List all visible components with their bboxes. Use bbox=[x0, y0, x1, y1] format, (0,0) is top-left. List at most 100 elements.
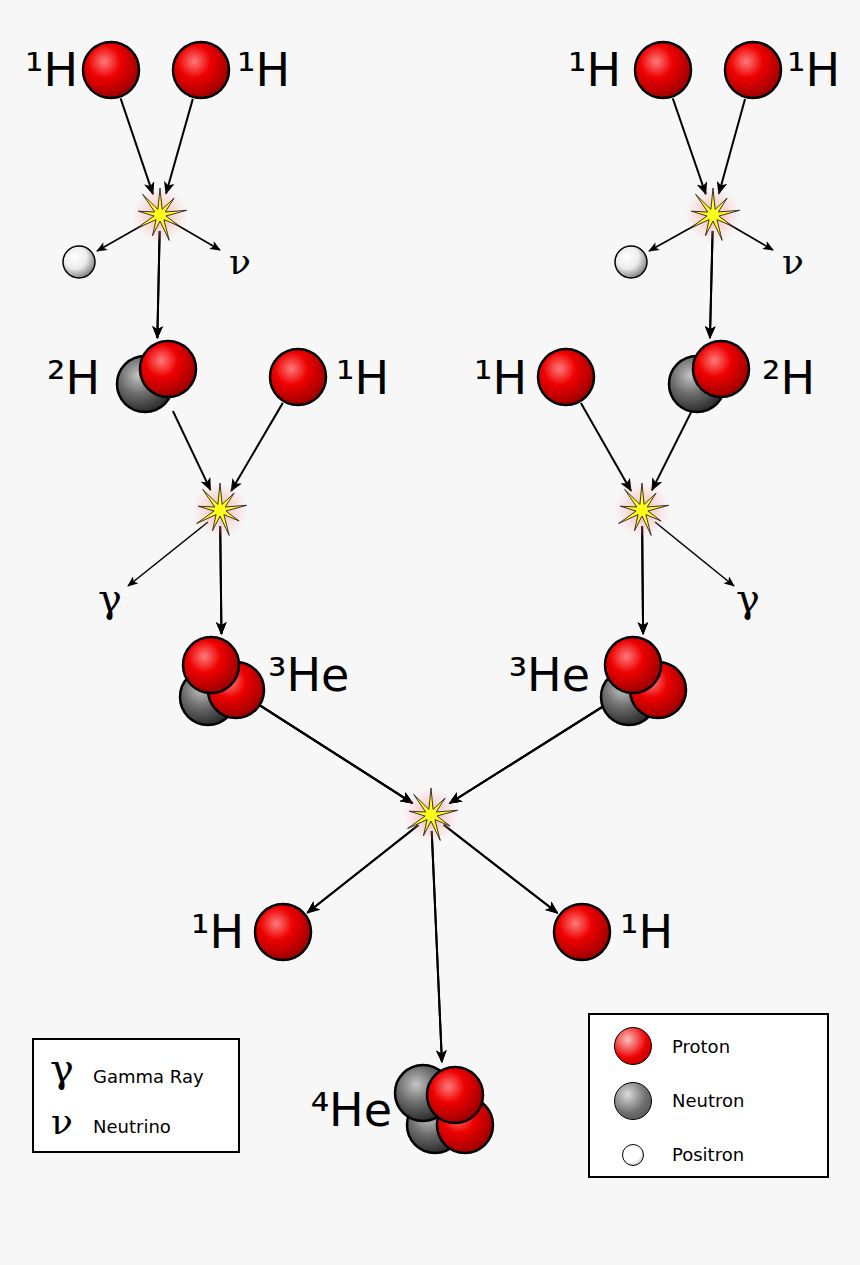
particle-symbol: ν bbox=[229, 244, 251, 280]
particle-node: ³He bbox=[180, 637, 264, 725]
reaction-glow bbox=[403, 787, 459, 843]
reaction-star bbox=[403, 787, 459, 843]
particle-node: ¹H bbox=[173, 42, 229, 98]
particle-cluster bbox=[669, 341, 749, 412]
isotope-label: ¹H bbox=[237, 47, 290, 93]
reaction-arrow bbox=[260, 705, 419, 913]
reaction-glow bbox=[192, 482, 248, 538]
particle-symbol: ν bbox=[782, 244, 804, 280]
emission-arrow bbox=[655, 522, 734, 586]
legend-frame bbox=[589, 1014, 828, 1177]
arrow-segment bbox=[652, 411, 692, 491]
isotope-label: ¹H bbox=[474, 355, 527, 401]
reaction-arrow bbox=[260, 705, 442, 1062]
arrow-segment bbox=[231, 403, 283, 491]
arrow-segment bbox=[450, 705, 606, 803]
particle-node: ³He bbox=[601, 637, 686, 725]
proton-sphere bbox=[83, 42, 139, 98]
proton-sphere bbox=[427, 1067, 483, 1123]
arrow-segment bbox=[260, 705, 413, 803]
arrow-segment bbox=[157, 231, 159, 338]
arrow-segment bbox=[260, 705, 413, 803]
reaction-star bbox=[685, 187, 741, 243]
isotope-label: ¹H bbox=[787, 47, 840, 93]
arrow-segment bbox=[220, 526, 221, 634]
reaction-burst bbox=[408, 788, 458, 840]
particle-node: ¹H bbox=[554, 904, 610, 960]
particle-cluster bbox=[395, 1065, 493, 1153]
reaction-glow bbox=[614, 482, 670, 538]
emission-arrow bbox=[128, 522, 208, 586]
arrow-segment bbox=[581, 403, 631, 491]
proton-sphere bbox=[173, 42, 229, 98]
arrow-segment bbox=[166, 99, 193, 194]
particle-cluster bbox=[554, 904, 610, 960]
arrow-segment bbox=[710, 231, 713, 338]
particle-cluster bbox=[601, 637, 686, 725]
legend-swatch bbox=[614, 1027, 652, 1065]
reaction-star bbox=[614, 482, 670, 538]
particle-cluster bbox=[725, 42, 781, 98]
particle-node: ¹H bbox=[270, 349, 326, 405]
legend-text: Gamma Ray bbox=[93, 1067, 204, 1087]
arrow-segment bbox=[307, 825, 418, 913]
proton-sphere bbox=[554, 904, 610, 960]
isotope-label: ¹H bbox=[25, 47, 78, 93]
particle-node: ²H bbox=[669, 341, 749, 412]
particle-node: ¹H bbox=[255, 904, 311, 960]
legend-text: Proton bbox=[672, 1037, 730, 1057]
reaction-burst bbox=[197, 483, 247, 535]
reaction-burst bbox=[619, 483, 669, 535]
arrow-segment bbox=[641, 526, 644, 634]
positron-particle bbox=[615, 246, 647, 278]
particle-node: ¹H bbox=[725, 42, 781, 98]
proton-sphere bbox=[725, 42, 781, 98]
arrow-segment bbox=[432, 831, 442, 1062]
reaction-glow bbox=[132, 187, 188, 243]
proton-sphere bbox=[140, 341, 196, 397]
legend-swatch bbox=[614, 1082, 652, 1120]
legend-swatch bbox=[622, 1144, 644, 1166]
particle-cluster bbox=[173, 42, 229, 98]
isotope-label: ¹H bbox=[336, 355, 389, 401]
arrow-segment bbox=[173, 411, 211, 490]
legend-text: Neutrino bbox=[93, 1117, 171, 1137]
arrow-segment bbox=[719, 99, 745, 194]
arrow-segment bbox=[260, 705, 413, 803]
arrow-segment bbox=[432, 831, 442, 1062]
reaction-arrow bbox=[260, 705, 558, 913]
particle-node: ¹H bbox=[83, 42, 139, 98]
particle-node: ¹H bbox=[538, 349, 594, 405]
reaction-glow bbox=[685, 187, 741, 243]
reaction-arrow bbox=[307, 705, 605, 913]
particle-cluster bbox=[635, 42, 691, 98]
proton-sphere bbox=[605, 637, 661, 693]
reaction-star bbox=[132, 187, 188, 243]
reaction-arrow bbox=[432, 705, 606, 1062]
arrow-segment bbox=[710, 231, 713, 338]
proton-sphere bbox=[270, 349, 326, 405]
isotope-label: ⁴He bbox=[311, 1087, 392, 1133]
proton-sphere bbox=[693, 341, 749, 397]
isotope-label: ²H bbox=[47, 355, 100, 401]
particle-node: ¹H bbox=[635, 42, 691, 98]
arrow-segment bbox=[673, 98, 706, 194]
particle-cluster bbox=[255, 904, 311, 960]
arrow-segment bbox=[450, 705, 606, 803]
isotope-label: ²H bbox=[762, 355, 815, 401]
reaction-star bbox=[192, 482, 248, 538]
isotope-label: ¹H bbox=[568, 47, 621, 93]
legend-frame bbox=[33, 1039, 239, 1152]
isotope-label: ¹H bbox=[620, 909, 673, 955]
legend-text: Neutron bbox=[672, 1091, 744, 1111]
particle-cluster bbox=[83, 42, 139, 98]
isotope-label: ¹H bbox=[191, 909, 244, 955]
isotope-label: ³He bbox=[268, 652, 349, 698]
arrow-segment bbox=[220, 526, 221, 634]
isotope-label: ³He bbox=[509, 652, 590, 698]
proton-sphere bbox=[538, 349, 594, 405]
arrow-segment bbox=[307, 825, 418, 913]
arrow-segment bbox=[121, 98, 153, 194]
particle-cluster bbox=[538, 349, 594, 405]
